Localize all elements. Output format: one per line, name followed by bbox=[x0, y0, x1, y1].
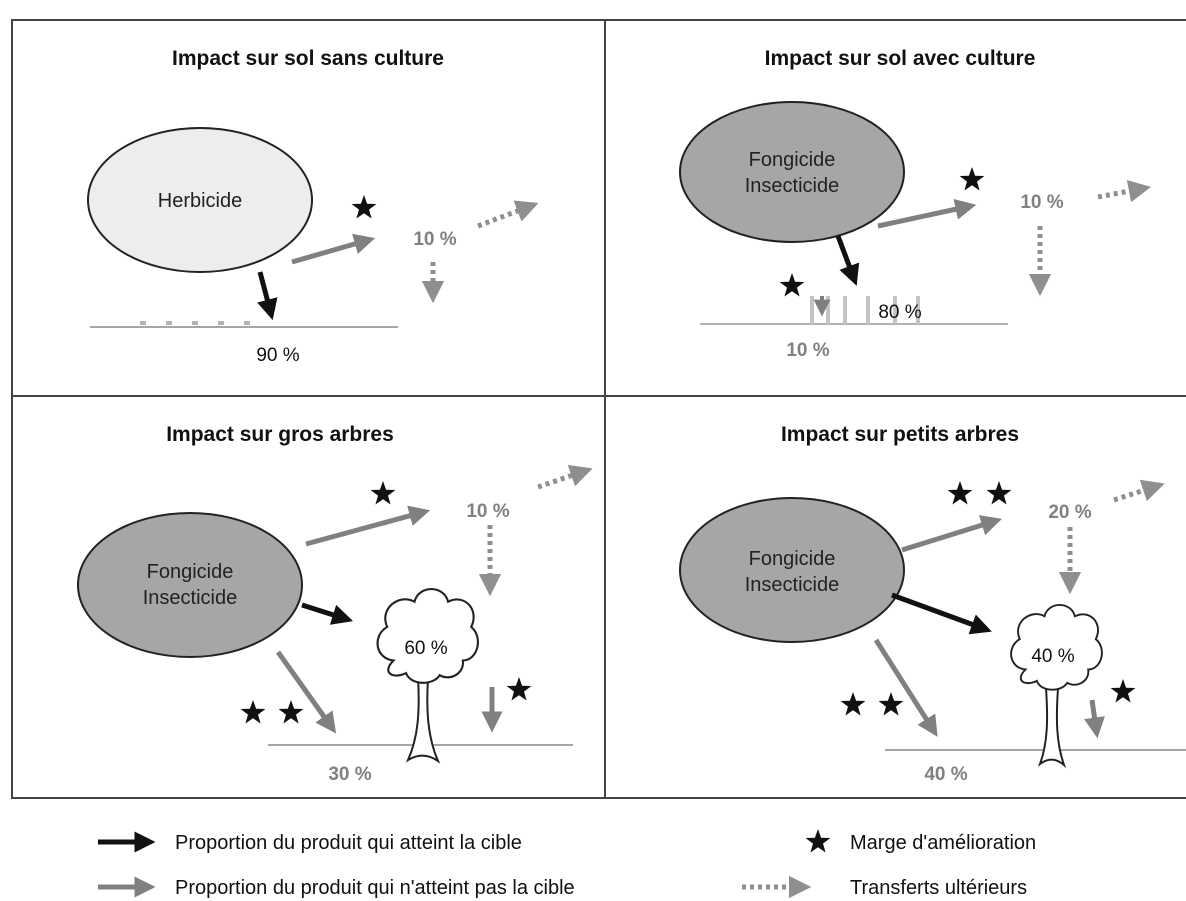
dotted-arrow bbox=[1097, 180, 1152, 203]
legend-item-dotted-arrow: Transferts ultérieurs bbox=[742, 875, 1027, 899]
pct-target: 80 % bbox=[878, 302, 921, 323]
star-icon bbox=[370, 481, 396, 505]
ellipse-label-line2: Insecticide bbox=[745, 574, 840, 596]
panel-sol-sans-culture: Impact sur sol sans culture Herbicide 90… bbox=[87, 47, 539, 366]
pct-offtarget: 10 % bbox=[1020, 192, 1063, 213]
star-icon bbox=[840, 692, 866, 716]
dotted-arrow bbox=[537, 464, 593, 490]
fongicide-ellipse bbox=[77, 512, 303, 658]
legend-label: Marge d'amélioration bbox=[850, 832, 1036, 854]
ellipse-label-line1: Fongicide bbox=[749, 149, 836, 171]
panel-sol-avec-culture: Impact sur sol avec culture Fongicide In… bbox=[679, 47, 1152, 361]
dotted-arrow bbox=[477, 200, 539, 229]
ellipse-label-line2: Insecticide bbox=[143, 587, 238, 609]
star-icon bbox=[1110, 679, 1136, 703]
ellipse-label-line2: Insecticide bbox=[745, 175, 840, 197]
panel-title: Impact sur petits arbres bbox=[781, 423, 1019, 446]
dotted-arrow bbox=[1113, 479, 1165, 503]
pct-ground: 30 % bbox=[328, 764, 371, 785]
ellipse-label-line1: Fongicide bbox=[147, 561, 234, 583]
star-icon bbox=[240, 700, 266, 724]
legend-label: Transferts ultérieurs bbox=[850, 877, 1027, 899]
pct-offtarget: 10 % bbox=[466, 501, 509, 522]
panel-gros-arbres: Impact sur gros arbres Fongicide Insecti… bbox=[77, 423, 593, 785]
star-icon bbox=[506, 677, 532, 701]
fongicide-ellipse bbox=[679, 101, 905, 243]
grey-arrow-down bbox=[1084, 699, 1105, 739]
star-icon bbox=[878, 692, 904, 716]
star-icon bbox=[278, 700, 304, 724]
ellipse-label-line1: Fongicide bbox=[749, 548, 836, 570]
panel-title: Impact sur sol avec culture bbox=[765, 47, 1036, 70]
black-arrow bbox=[835, 235, 860, 286]
grey-arrow bbox=[873, 638, 938, 737]
herbicide-ellipse bbox=[87, 127, 313, 273]
panel-title: Impact sur sol sans culture bbox=[172, 47, 444, 70]
grey-arrow bbox=[901, 515, 1003, 553]
black-arrow bbox=[257, 271, 278, 321]
panel-grid bbox=[11, 19, 1186, 799]
ellipse-label: Herbicide bbox=[158, 190, 242, 212]
black-arrow bbox=[301, 602, 354, 625]
grey-arrow bbox=[291, 233, 376, 265]
pct-target: 40 % bbox=[1031, 646, 1074, 667]
panel-title: Impact sur gros arbres bbox=[166, 423, 394, 446]
pct-offtarget: 20 % bbox=[1048, 502, 1091, 523]
tree-small bbox=[1010, 603, 1103, 769]
tree-large bbox=[376, 588, 480, 764]
legend-item-black-arrow: Proportion du produit qui atteint la cib… bbox=[98, 831, 522, 854]
pct-ground: 40 % bbox=[924, 764, 967, 785]
star-icon bbox=[351, 195, 377, 219]
pct-offtarget: 10 % bbox=[413, 229, 456, 250]
legend-label: Proportion du produit qui atteint la cib… bbox=[175, 832, 522, 854]
star-icon bbox=[947, 481, 973, 505]
panel-petits-arbres: Impact sur petits arbres Fongicide Insec… bbox=[679, 423, 1186, 785]
legend: Proportion du produit qui atteint la cib… bbox=[98, 829, 1036, 899]
star-icon bbox=[959, 167, 985, 191]
star-icon bbox=[986, 481, 1012, 505]
star-icon bbox=[779, 273, 805, 297]
pct-ground: 10 % bbox=[786, 340, 829, 361]
grey-arrow bbox=[305, 505, 431, 547]
legend-item-star: Marge d'amélioration bbox=[805, 829, 1036, 854]
legend-item-grey-arrow: Proportion du produit qui n'atteint pas … bbox=[98, 876, 575, 899]
pct-target: 60 % bbox=[404, 638, 447, 659]
pct-target: 90 % bbox=[256, 345, 299, 366]
star-icon bbox=[805, 829, 831, 853]
fongicide-ellipse bbox=[679, 497, 905, 643]
grey-arrow bbox=[877, 198, 977, 229]
legend-label: Proportion du produit qui n'atteint pas … bbox=[175, 877, 575, 899]
black-arrow bbox=[891, 592, 992, 635]
grey-arrow bbox=[275, 650, 337, 734]
